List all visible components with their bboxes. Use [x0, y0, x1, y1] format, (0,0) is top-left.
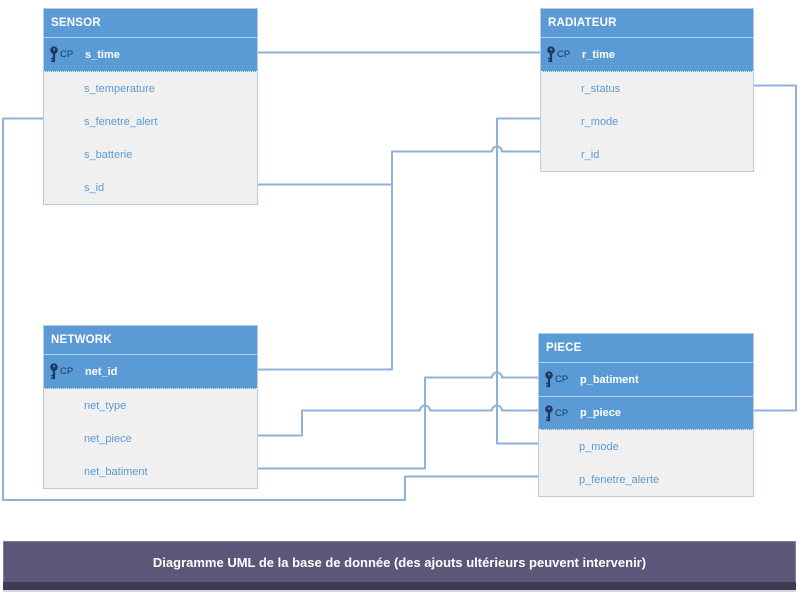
connector-network-net_piece--piece-p_piece[interactable] [258, 404, 538, 437]
table-header-network[interactable]: NETWORK [44, 326, 257, 354]
field-name: p_piece [580, 407, 621, 419]
entity-table-network[interactable]: NETWORK CP net_id net_type net_piece net_bati… [43, 325, 258, 489]
caption-banner[interactable]: Diagramme UML de la base de donnée (des … [3, 541, 796, 582]
table-title: NETWORK [51, 334, 112, 346]
primary-key-icon [49, 363, 59, 380]
field-row-r_status[interactable]: r_status [541, 72, 753, 105]
primary-key-icon [544, 371, 554, 388]
field-name: net_piece [84, 432, 132, 445]
caption-banner-shadow [3, 582, 796, 590]
field-name: p_mode [579, 440, 619, 453]
primary-key-section: CP r_time [541, 37, 753, 72]
primary-key-icon [544, 404, 554, 422]
field-row-net_type[interactable]: net_type [44, 389, 257, 422]
field-name: s_fenetre_alert [84, 115, 158, 128]
field-row-s_batterie[interactable]: s_batterie [44, 138, 257, 171]
connector-sensor-s_fenetre_alert--piece-p_fenetre_alerte[interactable] [2, 117, 538, 501]
key-row-s_time[interactable]: CP s_time [44, 38, 257, 71]
field-name: s_id [84, 181, 105, 194]
connector-network-net_batiment--piece-p_batiment[interactable] [258, 371, 538, 470]
table-title: PIECE [546, 342, 582, 354]
field-row-net_piece[interactable]: net_piece [44, 422, 257, 455]
field-name: r_id [581, 148, 600, 161]
primary-key-badge: CP [60, 366, 74, 377]
table-header-radiateur[interactable]: RADIATEUR [541, 9, 753, 37]
field-row-net_batiment[interactable]: net_batiment [44, 455, 257, 488]
field-row-s_temperature[interactable]: s_temperature [44, 72, 257, 105]
connector-radiateur-r_status--piece-p_piece[interactable] [754, 84, 797, 412]
key-row-p_batiment[interactable]: CP p_batiment [539, 363, 753, 396]
table-title: RADIATEUR [548, 17, 617, 29]
field-name: net_batiment [84, 465, 148, 478]
entity-table-radiateur[interactable]: RADIATEUR CP r_time r_status r_mode r_id [540, 8, 754, 172]
field-name: s_temperature [84, 82, 155, 95]
primary-key-section: CP net_id [44, 354, 257, 389]
caption-banner-baseline [3, 590, 796, 592]
caption-text: Diagramme UML de la base de donnée (des … [152, 554, 647, 570]
field-name: r_status [581, 82, 621, 95]
field-name: p_fenetre_alerte [579, 473, 660, 486]
field-row-r_id[interactable]: r_id [541, 138, 753, 171]
field-name: p_batiment [580, 373, 639, 386]
field-name: s_time [85, 48, 120, 61]
field-row-p_fenetre_alerte[interactable]: p_fenetre_alerte [539, 463, 753, 496]
field-name: r_mode [581, 115, 619, 128]
primary-key-badge: CP [60, 49, 74, 60]
primary-key-badge: CP [557, 49, 571, 60]
field-name: net_id [85, 365, 118, 378]
field-row-s_id[interactable]: s_id [44, 171, 257, 204]
field-row-s_fenetre_alert[interactable]: s_fenetre_alert [44, 105, 257, 138]
entity-table-sensor[interactable]: SENSOR CP s_time s_temperature s_fenetre_ale… [43, 8, 258, 205]
field-name: r_time [582, 48, 616, 61]
field-name: net_type [84, 399, 127, 412]
primary-key-badge: CP [555, 407, 569, 419]
table-header-sensor[interactable]: SENSOR [44, 9, 257, 37]
connector-network-net_id--radiateur-r_id[interactable] [258, 145, 540, 371]
primary-key-section: CP s_time [44, 37, 257, 72]
primary-key-icon [49, 46, 59, 63]
key-row-net_id[interactable]: CP net_id [44, 355, 257, 388]
field-row-r_mode[interactable]: r_mode [541, 105, 753, 138]
key-row-r_time[interactable]: CP r_time [541, 38, 753, 71]
table-title: SENSOR [51, 17, 101, 29]
primary-key-icon [546, 46, 556, 63]
field-row-p_mode[interactable]: p_mode [539, 430, 753, 463]
primary-key-badge: CP [555, 374, 569, 385]
connector-radiateur-r_mode--piece-p_mode[interactable] [496, 117, 540, 445]
table-header-piece[interactable]: PIECE [539, 334, 753, 362]
field-name: s_batterie [84, 148, 133, 161]
key-row-p_piece[interactable]: CP p_piece [539, 396, 753, 429]
